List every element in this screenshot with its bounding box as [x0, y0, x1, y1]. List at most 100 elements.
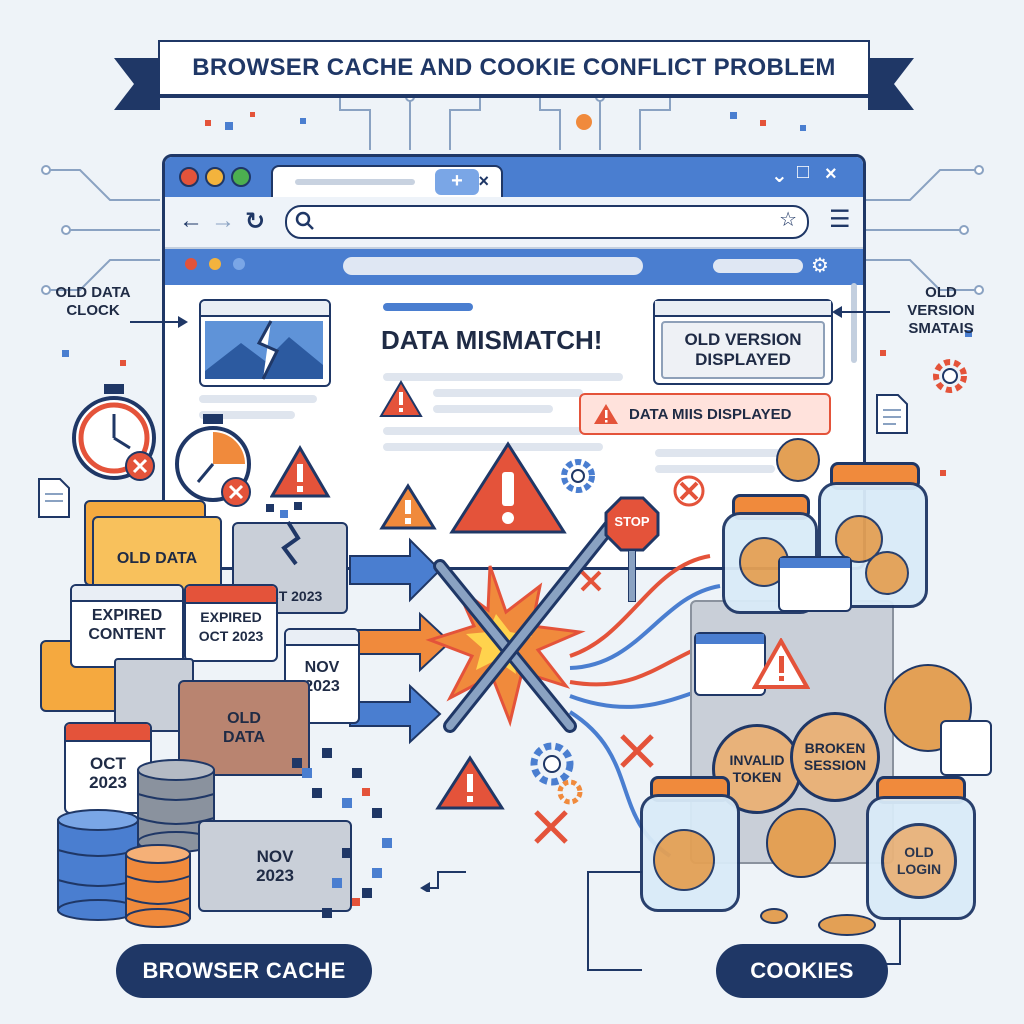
connector-line — [587, 871, 642, 971]
old-data-label: OLD DATA — [222, 710, 266, 746]
text-line — [655, 465, 775, 473]
nov-folder-label: NOV 2023 — [256, 847, 294, 885]
data-mismatch-headline: DATA MISMATCH! — [381, 325, 603, 355]
expired-content-doc: EXPIRED CONTENT — [70, 584, 184, 668]
x-mark-icon — [673, 475, 705, 507]
cookie-jar: OLD LOGIN — [866, 796, 976, 920]
text-line — [199, 411, 295, 419]
old-data-clock-label: OLD DATA CLOCK — [55, 284, 131, 319]
stop-sign: STOP — [604, 496, 660, 552]
forward-icon[interactable]: → — [211, 207, 235, 234]
warning-icon — [594, 404, 618, 424]
old-login-cookie: OLD LOGIN — [881, 823, 957, 899]
search-icon — [295, 211, 314, 230]
address-bar[interactable]: ☆ — [285, 205, 809, 239]
alert-text: DATA MIIS DISPLAYED — [629, 405, 792, 423]
stop-sign-text: STOP — [614, 514, 650, 529]
restore-icon[interactable]: □ — [797, 161, 810, 183]
document-icon — [940, 720, 992, 776]
arrow-icon — [130, 316, 188, 328]
broken-cookie-icon — [766, 808, 836, 878]
broken-image-icon — [205, 320, 323, 380]
database-icon — [125, 844, 191, 928]
expired-content-label: EXPIRED CONTENT — [88, 607, 166, 643]
heading-accent-line — [383, 303, 473, 311]
inner-blue-dot — [233, 258, 245, 270]
browser-cache-label: BROWSER CACHE — [116, 944, 372, 998]
minimize-window-dot[interactable] — [205, 167, 225, 187]
pixel-glitch-icon — [292, 748, 392, 918]
cookie-crumb — [760, 908, 788, 924]
back-icon[interactable]: ← — [179, 207, 203, 234]
close-icon[interactable]: × — [825, 163, 837, 185]
maximize-window-dot[interactable] — [231, 167, 251, 187]
calendar-header — [186, 586, 276, 604]
menu-icon[interactable]: ☰ — [829, 206, 851, 233]
stopwatch-icon — [175, 414, 251, 507]
card-titlebar — [780, 558, 850, 568]
reload-icon[interactable]: ↻ — [245, 208, 266, 235]
calendar-header — [66, 724, 150, 742]
connector-line — [882, 918, 901, 965]
text-line — [655, 449, 805, 457]
old-data-folder-brown: OLD DATA — [178, 680, 310, 776]
broken-session-cookie: BROKEN SESSION — [790, 712, 880, 802]
tab-bar: × + ⌄ □ × — [165, 157, 863, 199]
cookie-jar — [818, 482, 928, 608]
cookie-jar — [640, 794, 740, 912]
data-mis-displayed-alert: DATA MIIS DISPLAYED — [579, 393, 831, 435]
arrow-icon — [832, 306, 890, 318]
minimize-icon[interactable]: ⌄ — [771, 165, 788, 187]
text-line — [433, 389, 583, 397]
close-tab-icon[interactable]: × — [478, 171, 489, 191]
text-line — [199, 395, 317, 403]
document-icon — [38, 478, 70, 518]
card-titlebar — [286, 630, 358, 646]
cookies-label: COOKIES — [716, 944, 888, 998]
stop-sign-pole — [628, 550, 636, 602]
old-version-status-label: OLD VERSION SMATAIS — [907, 284, 975, 337]
browser-data-card — [778, 556, 852, 612]
navigation-bar: ← → ↻ ☆ ☰ — [165, 197, 863, 249]
text-line — [383, 373, 623, 381]
arrow-icon — [420, 871, 466, 892]
oct-2023-calendar: OCT 2023 — [64, 722, 152, 814]
old-version-window: OLD VERSION DISPLAYED — [653, 299, 833, 385]
bookmark-star-icon[interactable]: ☆ — [779, 209, 797, 231]
document-icon — [876, 394, 908, 434]
doc-titlebar — [72, 586, 182, 602]
page-title: BROWSER CACHE AND COOKIE CONFLICT PROBLE… — [192, 54, 836, 81]
old-version-displayed-box: OLD VERSION DISPLAYED — [661, 321, 825, 379]
window-titlebar — [655, 301, 831, 317]
cookie-icon — [776, 438, 820, 482]
close-window-dot[interactable] — [179, 167, 199, 187]
invalid-token-cookie: INVALID TOKEN — [712, 724, 802, 814]
card-titlebar — [696, 634, 764, 644]
warning-icon — [752, 638, 810, 689]
gear-icon — [933, 359, 967, 393]
new-tab-icon[interactable]: + — [435, 169, 479, 195]
cookie-icon — [865, 551, 909, 595]
inner-toolbar-pill — [713, 259, 803, 273]
text-line — [433, 405, 553, 413]
nov-label: NOV 2023 — [304, 659, 340, 695]
card-titlebar — [201, 301, 329, 317]
oct-label: OCT 2023 — [89, 754, 127, 792]
inner-yellow-dot — [209, 258, 221, 270]
inner-address-bar[interactable] — [343, 257, 643, 275]
browser-cache-text: BROWSER CACHE — [142, 958, 346, 983]
pixel-crack-icon — [266, 502, 302, 566]
settings-gear-icon[interactable]: ⚙ — [811, 255, 829, 277]
text-line — [383, 427, 583, 435]
nov-2023-folder: NOV 2023 — [198, 820, 352, 912]
folder-label: OLD DATA — [116, 549, 198, 567]
tab-title-placeholder — [295, 179, 415, 185]
stopwatch-icon — [72, 384, 156, 481]
text-line — [383, 443, 603, 451]
inner-browser-bar: ⚙ — [165, 249, 863, 285]
title-banner: BROWSER CACHE AND COOKIE CONFLICT PROBLE… — [114, 40, 914, 110]
scrollbar[interactable] — [851, 283, 857, 363]
database-icon — [57, 809, 139, 921]
octagon-icon — [604, 496, 660, 552]
cracked-cookie-icon — [653, 829, 715, 891]
